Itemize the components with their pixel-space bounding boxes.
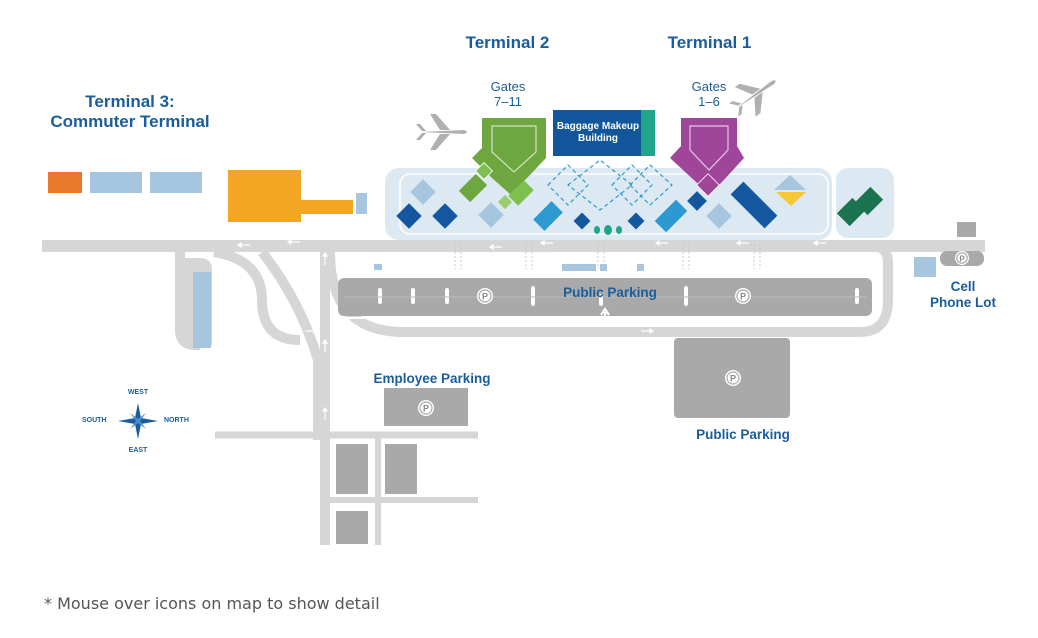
commuter-terminal-main[interactable] — [228, 170, 301, 222]
compass-rose-icon — [118, 403, 158, 439]
gates-label-line2: 1–6 — [698, 93, 720, 109]
terminal2-label[interactable]: Terminal 2 — [465, 33, 550, 52]
compass-west-label: WEST — [127, 389, 149, 396]
gates-label-line2: 7–11 — [494, 93, 522, 109]
parking-icons[interactable] — [418, 251, 969, 416]
parking-icon — [418, 400, 434, 416]
service-icons[interactable] — [396, 175, 884, 233]
commuter-terminal-booth[interactable] — [356, 193, 367, 214]
baggage-tunnel-outline — [547, 159, 673, 211]
shelter-west[interactable] — [193, 272, 211, 348]
terminal3-building[interactable] — [48, 172, 82, 193]
commuter-building-a[interactable] — [90, 172, 142, 193]
gates-1-6-label: Gates 1–6 — [679, 79, 739, 110]
cell-label-line1: Cell — [950, 279, 976, 294]
parking-letter: P — [740, 292, 746, 302]
bus-shelter[interactable] — [374, 264, 382, 270]
airplane-icon — [729, 80, 776, 117]
public-parking-south-label[interactable]: Public Parking — [696, 427, 790, 442]
direction-arrows — [236, 238, 826, 420]
terminal-apron-edge — [399, 173, 829, 235]
parking-icon — [725, 370, 741, 386]
south-lot-1[interactable] — [336, 444, 368, 494]
parking-letters: P P P P P — [423, 255, 965, 414]
parking-letter: P — [482, 292, 488, 302]
airplane-icon — [416, 114, 467, 150]
entry-arrow — [600, 307, 610, 322]
terminal2-concourse[interactable] — [458, 118, 546, 210]
cell-phone-lot-label[interactable]: Cell Phone Lot — [918, 279, 1008, 310]
parking-letter: P — [959, 255, 965, 264]
parking-icon — [477, 288, 493, 304]
cell-label-line2: Phone Lot — [930, 294, 996, 310]
commuter-building-b[interactable] — [150, 172, 202, 193]
south-lot-2[interactable] — [385, 444, 417, 494]
baggage-makeup-label: Baggage Makeup Building — [555, 110, 641, 156]
terminal3-label[interactable]: Terminal 3: Commuter Terminal — [30, 92, 230, 131]
terminal1-concourse[interactable] — [670, 118, 744, 197]
landscape-dots — [594, 225, 622, 235]
gates-label-line1: Gates — [490, 79, 526, 94]
public-parking-center-label[interactable]: Public Parking — [563, 285, 657, 300]
transit-stop[interactable] — [562, 264, 596, 271]
commuter-terminal-annex[interactable] — [301, 200, 353, 214]
transit-stop-2[interactable] — [600, 264, 607, 271]
south-lot-3[interactable] — [336, 511, 368, 544]
terminal1-label[interactable]: Terminal 1 — [667, 33, 752, 52]
parking-letter: P — [423, 404, 429, 414]
parking-icon — [955, 251, 969, 265]
terminal3-label-line2: Commuter Terminal — [50, 111, 210, 131]
gates-label-line1: Gates — [691, 79, 727, 94]
compass-east-label: EAST — [128, 447, 148, 454]
baggage-annex[interactable] — [641, 110, 655, 156]
cell-lot-kiosk[interactable] — [957, 222, 976, 237]
parking-icon — [735, 288, 751, 304]
baggage-label-line2: Building — [578, 133, 618, 144]
baggage-makeup-building[interactable] — [553, 110, 641, 156]
transit-stop-3[interactable] — [637, 264, 644, 271]
employee-parking-label[interactable]: Employee Parking — [373, 371, 491, 386]
parking-letter: P — [730, 374, 736, 384]
cell-lot-building[interactable] — [914, 257, 936, 277]
terminal3-label-line1: Terminal 3: — [85, 92, 175, 111]
baggage-label-line1: Baggage Makeup — [556, 121, 640, 132]
compass-north-label: NORTH — [164, 417, 189, 424]
compass-south-label: SOUTH — [82, 417, 107, 424]
footnote: * Mouse over icons on map to show detail — [44, 594, 380, 613]
gates-7-11-label: Gates 7–11 — [478, 79, 538, 110]
